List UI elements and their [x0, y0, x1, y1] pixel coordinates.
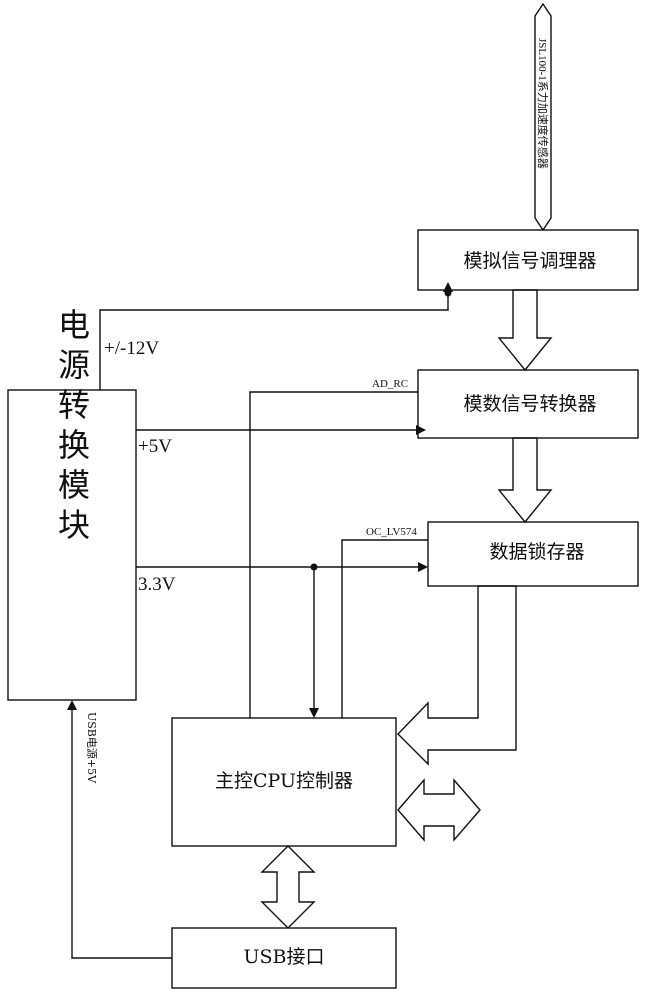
rail-12v-label: +/-12V	[104, 338, 159, 359]
cpu-box	[171, 717, 397, 847]
junction-dot-12v	[444, 289, 452, 297]
cpu-label: 主控CPU控制器	[215, 770, 353, 792]
rail-3v3-label: 3.3V	[138, 574, 176, 595]
latch-label: 数据锁存器	[489, 541, 584, 563]
bus-arrow-cpu-side	[397, 778, 481, 842]
sensor-label: JSL100-1系力加速度传感器	[536, 38, 550, 169]
arrowhead-usb-power	[67, 700, 77, 710]
bus-arrow-latch-to-cpu	[397, 585, 517, 766]
wire-usb-power	[71, 702, 172, 959]
arrowhead-5v	[416, 425, 426, 435]
adc-label: 模数信号转换器	[463, 393, 596, 415]
junction-dot-3v3	[310, 563, 318, 571]
bus-arrow-adc-to-latch	[497, 437, 553, 524]
usb-label: USB接口	[244, 946, 325, 968]
wire-12v	[99, 292, 449, 390]
analog-conditioner-label: 模拟信号调理器	[463, 250, 596, 272]
oc-label: OC_LV574	[366, 526, 417, 538]
arrowhead-3v3	[418, 562, 428, 572]
usb-power-label: USB电源+5V	[85, 712, 99, 784]
bus-arrow-cpu-usb	[260, 845, 316, 929]
arrowhead-3v3-cpu	[309, 708, 319, 718]
power-module-label: 电源转换模块	[53, 308, 91, 548]
arrowhead-12v	[443, 282, 453, 292]
rail-5v-label: +5V	[138, 436, 172, 457]
wire-ad-rc	[249, 391, 418, 718]
bus-arrow-conditioner-to-adc	[497, 289, 553, 372]
wire-oc	[341, 539, 428, 718]
latch-box	[427, 521, 639, 587]
ad-rc-label: AD_RC	[372, 378, 408, 390]
